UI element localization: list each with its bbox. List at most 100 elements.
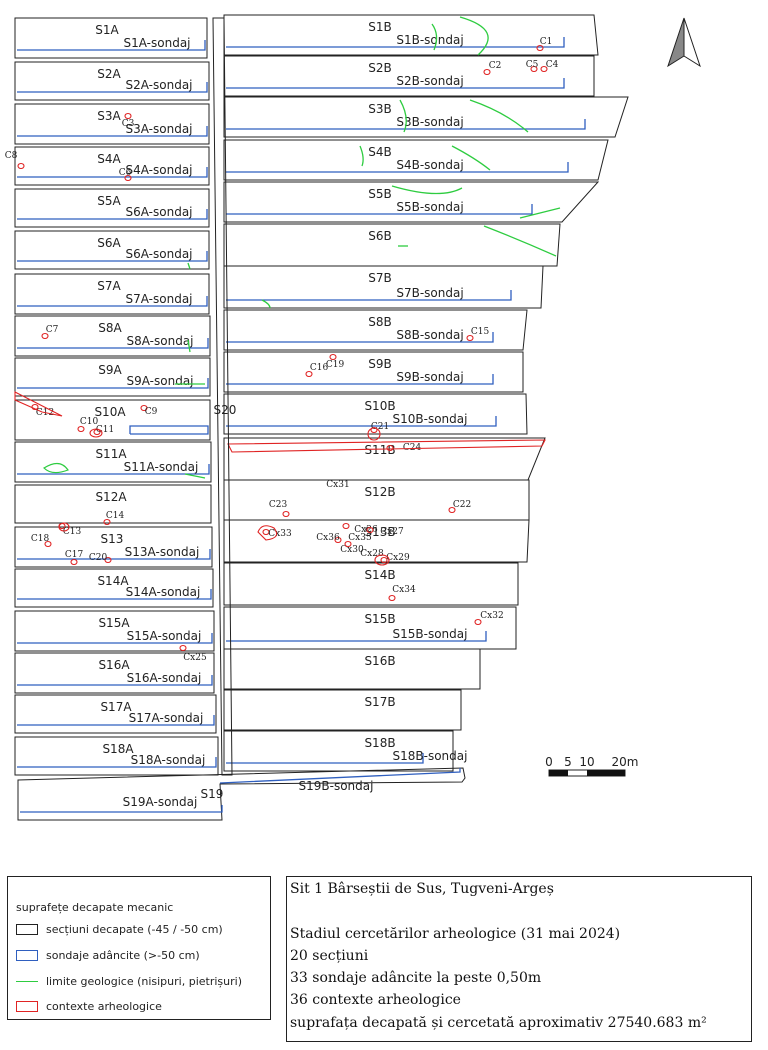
context-outline bbox=[448, 506, 456, 514]
context-outline bbox=[366, 526, 374, 534]
context-label: C22 bbox=[453, 500, 471, 510]
geology-boundary bbox=[469, 99, 529, 133]
context-outline bbox=[77, 425, 85, 433]
sondaj-outline bbox=[226, 374, 494, 385]
section-label: S1A bbox=[95, 23, 119, 37]
context-outline bbox=[305, 370, 313, 378]
context-outline bbox=[103, 518, 111, 526]
section-outline bbox=[14, 441, 212, 483]
scale-label: 5 bbox=[564, 755, 572, 769]
geology-boundary bbox=[431, 23, 438, 51]
sondaj-label: S9B-sondaj bbox=[396, 370, 463, 384]
context-c7: C7 bbox=[41, 325, 59, 340]
sondaj-outline bbox=[219, 768, 461, 784]
section-label: S5B bbox=[368, 187, 391, 201]
context-label: C1 bbox=[540, 37, 553, 47]
context-label: C16 bbox=[310, 363, 329, 373]
section-label: S7B bbox=[368, 271, 391, 285]
section-outline bbox=[223, 96, 629, 138]
context-c1: C1 bbox=[536, 37, 553, 52]
sondaj-outline bbox=[226, 37, 565, 48]
geology-boundary bbox=[459, 16, 489, 56]
research-status: Stadiul cercetărilor arheologice (31 mai… bbox=[290, 926, 621, 942]
geology-boundary bbox=[261, 299, 271, 309]
geology-boundary bbox=[391, 185, 463, 195]
context-label: C5 bbox=[526, 60, 539, 70]
scale-segment bbox=[587, 770, 625, 776]
section-outline bbox=[14, 399, 211, 441]
context-outline bbox=[104, 556, 112, 564]
section-label: S8B bbox=[368, 315, 391, 329]
context-c3: C3 bbox=[122, 112, 135, 129]
geology-boundary bbox=[187, 262, 191, 270]
context-c14: C14 bbox=[103, 511, 124, 526]
section-outline bbox=[14, 17, 208, 59]
context-cx33: Cx33 bbox=[262, 528, 292, 539]
context-c15: C15 bbox=[466, 327, 489, 342]
sondaj-outline bbox=[17, 296, 208, 307]
sondaj-outline bbox=[17, 757, 217, 768]
context-label: C18 bbox=[31, 534, 50, 544]
section-swatch-icon bbox=[16, 923, 38, 935]
context-outline bbox=[70, 558, 78, 566]
section-outline bbox=[223, 689, 462, 731]
context-label: Cx34 bbox=[392, 585, 416, 595]
legend-item-sections: secțiuni decapate (-45 / -50 cm) bbox=[16, 922, 223, 936]
section-label: S4A bbox=[97, 152, 121, 166]
sondaj-outline bbox=[17, 209, 208, 220]
context-c2: C2 bbox=[483, 61, 501, 76]
section-s10a: S10A bbox=[14, 399, 211, 441]
context-outline bbox=[334, 536, 342, 544]
geology-line-icon bbox=[16, 980, 38, 982]
section-outline bbox=[223, 393, 528, 435]
section-outline bbox=[14, 736, 219, 776]
sondaj-label: S8B-sondaj bbox=[396, 328, 463, 342]
section-label: S2A bbox=[97, 67, 121, 81]
sondaj-label: S1B-sondaj bbox=[396, 33, 463, 47]
context-outline bbox=[540, 65, 548, 73]
context-cx29-outline bbox=[374, 554, 390, 566]
context-label: Cx27 bbox=[380, 527, 404, 537]
section-outline bbox=[14, 652, 215, 694]
section-label: S20 bbox=[214, 403, 237, 417]
section-outline bbox=[223, 606, 517, 650]
section-outline bbox=[14, 230, 210, 270]
section-outline bbox=[223, 265, 544, 309]
context-label: Cx35 bbox=[348, 533, 372, 543]
context-c21: C21 bbox=[370, 422, 389, 434]
sondaj-swatch-icon bbox=[16, 949, 38, 961]
section-outline bbox=[223, 562, 519, 606]
section-label: S18A bbox=[102, 742, 134, 756]
sondaj-label: S6A-sondaj bbox=[125, 205, 192, 219]
sondaj-outline bbox=[17, 167, 208, 178]
sondaj-label: S4B-sondaj bbox=[396, 158, 463, 172]
context-c12-outline bbox=[14, 391, 63, 417]
site-plan-map: S1AS1A-sondajS2AS2A-sondajS3AS3A-sondajS… bbox=[5, 14, 701, 821]
context-outline bbox=[388, 594, 396, 602]
context-swatch-icon bbox=[16, 1000, 38, 1012]
section-label: S10B bbox=[364, 399, 395, 413]
section-s8b: S8B S8B-sondaj bbox=[223, 309, 528, 351]
section-s11b: S11B bbox=[223, 437, 546, 481]
sondaj-label: S19B-sondaj bbox=[299, 779, 374, 793]
section-outline bbox=[223, 223, 561, 267]
section-outline bbox=[14, 610, 215, 652]
sondaj-label: S14A-sondaj bbox=[126, 585, 201, 599]
context-c11: C11 bbox=[93, 425, 114, 436]
context-cx36: Cx36 bbox=[316, 533, 342, 544]
geology-pocket bbox=[43, 462, 69, 474]
sondaj-label: S18A-sondaj bbox=[131, 753, 206, 767]
archaeological-contexts: C1C2C3C4C5C6C7C8C9C10C11C12C13C14C15C16C… bbox=[5, 37, 559, 663]
sondaj-outline bbox=[226, 332, 494, 343]
